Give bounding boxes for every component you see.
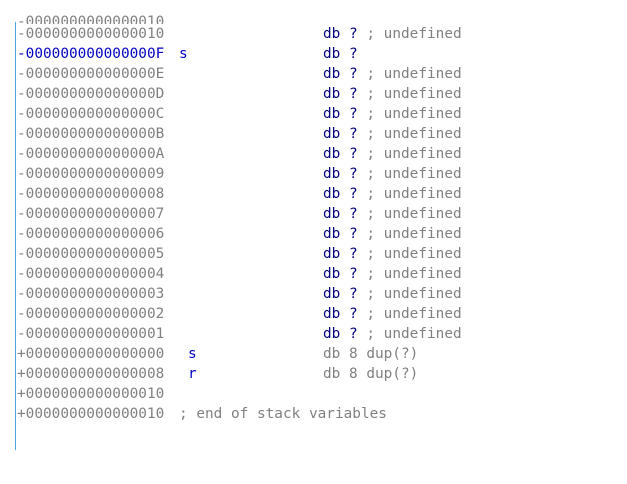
listing-row[interactable]: -0000000000000009 db ? ; undefined	[17, 164, 617, 184]
row-comment: ; undefined	[366, 26, 462, 42]
listing-row[interactable]: +0000000000000008 r db 8 dup(?)	[17, 364, 617, 384]
row-directive: db ? ; undefined	[323, 166, 462, 182]
row-address: -0000000000000001	[17, 326, 165, 342]
row-address: -0000000000000010	[17, 26, 165, 42]
row-directive: db ? ; undefined	[323, 246, 462, 262]
listing-row[interactable]: -000000000000000A db ? ; undefined	[17, 144, 617, 164]
listing-row[interactable]: -0000000000000001 db ? ; undefined	[17, 324, 617, 344]
row-address: -0000000000000007	[17, 206, 165, 222]
listing-row[interactable]: +0000000000000000 s db 8 dup(?)	[17, 344, 617, 364]
row-address: -000000000000000C	[17, 106, 165, 122]
row-directive: db ? ; undefined	[323, 146, 462, 162]
row-comment: ; undefined	[366, 286, 462, 302]
listing-row[interactable]: -0000000000000005 db ? ; undefined	[17, 244, 617, 264]
row-directive: db ? ; undefined	[323, 86, 462, 102]
row-address: -000000000000000B	[17, 126, 165, 142]
listing-row[interactable]: -000000000000000B db ? ; undefined	[17, 124, 617, 144]
row-directive: db ? ; undefined	[323, 306, 462, 322]
row-directive: db ? ; undefined	[323, 126, 462, 142]
listing-row[interactable]: -000000000000000C db ? ; undefined	[17, 104, 617, 124]
stack-variable-listing: -0000000000000010 -0000000000000010 db ?…	[17, 14, 617, 424]
row-comment: ; undefined	[366, 246, 462, 262]
row-comment: ; undefined	[366, 206, 462, 222]
listing-row[interactable]: -0000000000000002 db ? ; undefined	[17, 304, 617, 324]
row-address: -000000000000000E	[17, 66, 165, 82]
row-directive: db 8 dup(?)	[323, 346, 419, 362]
row-comment: ; undefined	[366, 126, 462, 142]
row-directive: db ? ; undefined	[323, 106, 462, 122]
row-comment: ; undefined	[366, 326, 462, 342]
row-directive: db ?	[323, 46, 358, 62]
row-address: -000000000000000D	[17, 86, 165, 102]
row-address: -0000000000000009	[17, 166, 165, 182]
row-address: +0000000000000010	[17, 406, 165, 422]
row-directive: db ? ; undefined	[323, 66, 462, 82]
listing-row[interactable]: +0000000000000010 ; end of stack variabl…	[17, 404, 617, 424]
row-address: -0000000000000002	[17, 306, 165, 322]
listing-row[interactable]: -0000000000000004 db ? ; undefined	[17, 264, 617, 284]
row-directive: db ? ; undefined	[323, 26, 462, 42]
row-address: -0000000000000005	[17, 246, 165, 262]
listing-row[interactable]: -0000000000000003 db ? ; undefined	[17, 284, 617, 304]
gutter-line	[15, 22, 16, 450]
row-comment: ; undefined	[366, 186, 462, 202]
listing-row[interactable]: -0000000000000010	[17, 12, 617, 24]
variable-name[interactable]: s	[188, 346, 197, 362]
row-directive: db ? ; undefined	[323, 186, 462, 202]
row-address: -0000000000000010	[17, 14, 165, 24]
row-comment: ; undefined	[366, 166, 462, 182]
listing-row[interactable]: -0000000000000008 db ? ; undefined	[17, 184, 617, 204]
row-comment: ; undefined	[366, 86, 462, 102]
row-comment: ; undefined	[366, 266, 462, 282]
stack-frame-view: -0000000000000010 -0000000000000010 db ?…	[15, 14, 617, 450]
row-address: -000000000000000A	[17, 146, 165, 162]
variable-name[interactable]: s	[179, 46, 188, 62]
row-address: -0000000000000003	[17, 286, 165, 302]
row-address: +0000000000000008	[17, 366, 165, 382]
row-directive: db ? ; undefined	[323, 286, 462, 302]
listing-row[interactable]: -0000000000000006 db ? ; undefined	[17, 224, 617, 244]
row-comment: ; undefined	[366, 306, 462, 322]
row-address: -000000000000000F	[17, 46, 165, 62]
row-directive: db ? ; undefined	[323, 326, 462, 342]
row-directive: db 8 dup(?)	[323, 366, 419, 382]
row-comment: ; undefined	[366, 146, 462, 162]
row-address: -0000000000000008	[17, 186, 165, 202]
row-directive: db ? ; undefined	[323, 226, 462, 242]
row-comment: ; undefined	[366, 226, 462, 242]
listing-row[interactable]: +0000000000000010	[17, 384, 617, 404]
row-address: -0000000000000006	[17, 226, 165, 242]
listing-row[interactable]: -000000000000000F s db ?	[17, 44, 617, 64]
listing-row[interactable]: -000000000000000E db ? ; undefined	[17, 64, 617, 84]
listing-row[interactable]: -0000000000000010 db ? ; undefined	[17, 24, 617, 44]
row-comment: ; undefined	[366, 106, 462, 122]
row-directive: db ? ; undefined	[323, 206, 462, 222]
row-directive: db ? ; undefined	[323, 266, 462, 282]
row-address: +0000000000000010	[17, 386, 165, 402]
end-of-stack-comment: ; end of stack variables	[179, 406, 387, 422]
listing-row[interactable]: -0000000000000007 db ? ; undefined	[17, 204, 617, 224]
row-address: +0000000000000000	[17, 346, 165, 362]
row-comment: ; undefined	[366, 66, 462, 82]
variable-name[interactable]: r	[188, 366, 197, 382]
listing-row[interactable]: -000000000000000D db ? ; undefined	[17, 84, 617, 104]
row-address: -0000000000000004	[17, 266, 165, 282]
